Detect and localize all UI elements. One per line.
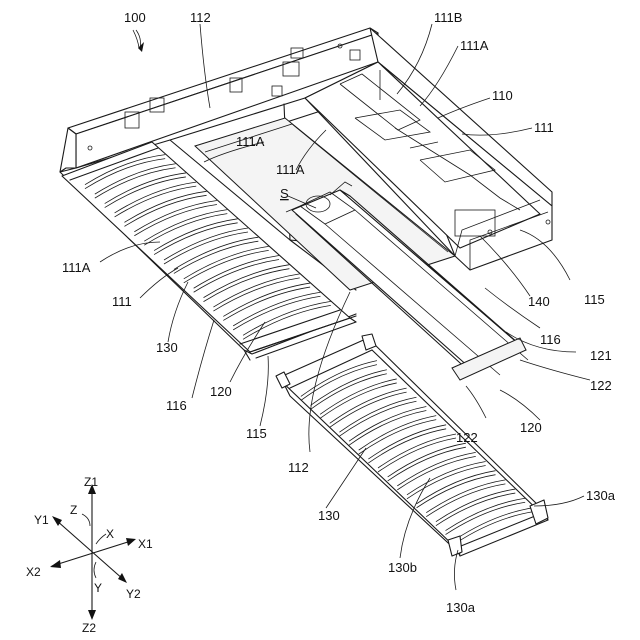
axis-Y1: Y1: [34, 513, 49, 527]
label-130-detached: 130: [318, 508, 340, 523]
label-122-right: 122: [590, 378, 612, 393]
label-112: 112: [190, 10, 211, 25]
label-111-left: 111: [112, 294, 132, 309]
label-112-lower: 112: [288, 460, 309, 475]
label-115-left: 115: [246, 426, 267, 441]
label-120-left: 120: [210, 384, 232, 399]
label-111-right: 111: [534, 120, 554, 135]
label-120-right: 120: [520, 420, 542, 435]
label-140: 140: [528, 294, 550, 309]
label-130a-right: 130a: [586, 488, 616, 503]
label-111B: 111B: [434, 10, 462, 25]
axis-Z1: Z1: [84, 475, 98, 489]
axis-Y: Y: [94, 581, 102, 595]
label-S: S: [280, 186, 289, 201]
label-111A-middle: 111A: [236, 134, 265, 149]
axis-X: X: [106, 527, 114, 541]
label-122-middle: 122: [456, 430, 478, 445]
label-100: 100: [124, 10, 146, 25]
label-115-right: 115: [584, 292, 605, 307]
label-111A-top-right: 111A: [460, 38, 489, 53]
axis-Z: Z: [70, 503, 77, 517]
label-121: 121: [590, 348, 612, 363]
label-116-left: 116: [166, 398, 187, 413]
label-110: 110: [492, 88, 513, 103]
label-111A-left: 111A: [62, 260, 91, 275]
axis-triad: Z1 Z2 X1 X2 Y1 Y2 Z X Y: [26, 475, 153, 635]
detached-louver: [276, 334, 548, 556]
label-130-installed: 130: [156, 340, 178, 355]
axis-X1: X1: [138, 537, 153, 551]
label-130b: 130b: [388, 560, 417, 575]
axis-Z2: Z2: [82, 621, 96, 635]
label-111A-center: 111A: [276, 162, 305, 177]
axis-X2: X2: [26, 565, 41, 579]
label-130a-bottom: 130a: [446, 600, 476, 615]
axis-Y2: Y2: [126, 587, 141, 601]
label-116-right: 116: [540, 332, 561, 347]
